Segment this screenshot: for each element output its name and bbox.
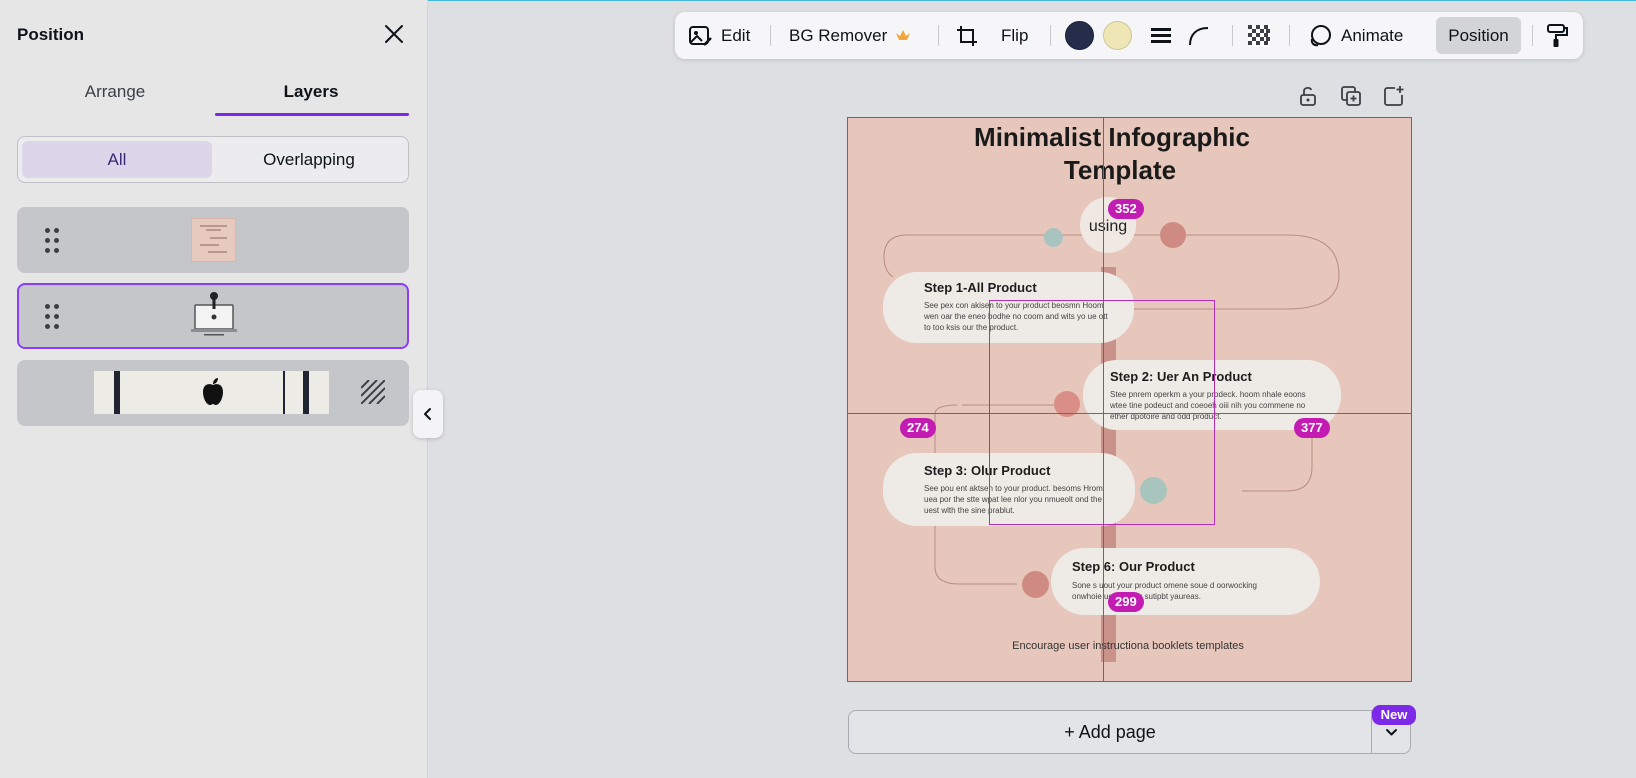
step-card <box>1083 360 1341 430</box>
context-toolbar: Edit BG Remover Flip <box>675 12 1583 59</box>
paint-roller-icon <box>1547 23 1568 47</box>
unlock-icon <box>1300 86 1316 106</box>
add-page-bar: + Add page <box>848 710 1411 754</box>
transparency-icon <box>1248 24 1270 47</box>
layer-item-apple-background[interactable] <box>17 360 409 426</box>
step-title: Step 6: Our Product <box>1072 559 1195 574</box>
filter-all-button[interactable]: All <box>22 141 212 178</box>
step-text: See pou ent aktsen to your product. beso… <box>924 484 1103 515</box>
close-panel-button[interactable] <box>380 20 408 48</box>
chevron-down-icon <box>1386 729 1397 736</box>
corner-rounding-icon <box>1189 26 1209 45</box>
panel-title: Position <box>17 25 85 44</box>
step-title: Step 1-All Product <box>924 280 1037 295</box>
duplicate-icon <box>1341 86 1361 106</box>
collapse-panel-button[interactable] <box>413 390 443 438</box>
new-badge: New <box>1372 705 1416 725</box>
panel-tabs: Arrange Layers <box>17 76 409 116</box>
laptop-thumbnail <box>191 292 237 336</box>
drag-handle-icon[interactable] <box>44 227 60 255</box>
bg-remover-button[interactable]: BG Remover <box>789 12 911 59</box>
bg-remover-label: BG Remover <box>789 25 888 45</box>
layer-item-page[interactable] <box>17 207 409 273</box>
position-panel: Position Arrange Layers All Overlapping <box>0 0 428 778</box>
crop-button[interactable] <box>955 12 979 59</box>
add-page-icon-button[interactable] <box>1382 84 1406 108</box>
duplicate-page-button[interactable] <box>1339 84 1363 108</box>
image-edit-icon <box>689 25 712 46</box>
transparency-pattern-icon <box>361 380 385 404</box>
decor-dot <box>1022 571 1049 598</box>
step-text: Stee pnrem operkm a your prodeck. hoom n… <box>1110 390 1306 421</box>
color-swatch-cream[interactable] <box>1103 21 1132 50</box>
border-style-button[interactable] <box>1149 12 1173 59</box>
document-thumbnail <box>191 218 236 262</box>
decor-dot <box>1054 391 1080 417</box>
copy-style-button[interactable] <box>1545 12 1569 59</box>
animate-button[interactable]: Animate <box>1307 12 1403 59</box>
distance-label-right: 377 <box>1294 418 1330 438</box>
apple-logo-thumbnail <box>94 371 329 414</box>
window-top-border <box>0 0 1636 1</box>
edit-image-button[interactable]: Edit <box>687 12 750 59</box>
tab-layers[interactable]: Layers <box>213 76 409 116</box>
add-page-options-button[interactable] <box>1372 711 1411 753</box>
design-title-line2: Template <box>1063 155 1177 185</box>
filter-overlapping-button[interactable]: Overlapping <box>263 150 355 169</box>
step-text: Sone s uout your product omene soue d oo… <box>1072 581 1258 601</box>
decor-dot <box>1160 222 1186 248</box>
color-swatch-navy[interactable] <box>1065 21 1094 50</box>
step-title: Step 3: Olur Product <box>924 463 1051 478</box>
crown-icon <box>896 29 911 40</box>
lock-button[interactable] <box>1296 84 1320 108</box>
decor-dot <box>1140 477 1167 504</box>
distance-label-left: 274 <box>900 418 936 438</box>
crop-icon <box>957 25 977 46</box>
edit-label: Edit <box>721 25 751 45</box>
add-page-icon <box>1384 86 1404 106</box>
add-page-button[interactable]: + Add page <box>1064 722 1156 742</box>
drag-handle-icon[interactable] <box>44 303 60 331</box>
step-title: Step 2: Uer An Product <box>1110 369 1252 384</box>
tab-arrange[interactable]: Arrange <box>84 82 146 101</box>
apple-icon <box>203 378 223 405</box>
step-card <box>1051 548 1320 615</box>
position-button[interactable]: Position <box>1436 17 1521 54</box>
decor-dot <box>1044 228 1063 247</box>
center-word: using <box>1088 218 1128 235</box>
chevron-left-icon <box>424 408 431 420</box>
transparency-button[interactable] <box>1247 12 1271 59</box>
corner-rounding-button[interactable] <box>1187 12 1211 59</box>
distance-label-top: 352 <box>1108 199 1144 219</box>
layer-item-laptop[interactable] <box>17 283 409 349</box>
layer-filter-toggle: All Overlapping <box>17 136 409 183</box>
step-text: See pex con akisen to your product beosm… <box>924 301 1108 332</box>
flip-label: Flip <box>1001 25 1029 45</box>
animate-label: Animate <box>1341 25 1404 45</box>
step-card <box>883 453 1135 526</box>
close-icon <box>385 25 403 43</box>
border-style-icon <box>1151 27 1171 43</box>
step-card <box>883 272 1134 343</box>
distance-label-bottom: 299 <box>1108 592 1144 612</box>
design-footer-text: Encourage user instructiona booklets tem… <box>1012 640 1244 652</box>
flip-button[interactable]: Flip <box>1001 12 1028 59</box>
animate-icon <box>1310 24 1331 46</box>
design-title-line1: Minimalist Infographic <box>974 122 1250 152</box>
